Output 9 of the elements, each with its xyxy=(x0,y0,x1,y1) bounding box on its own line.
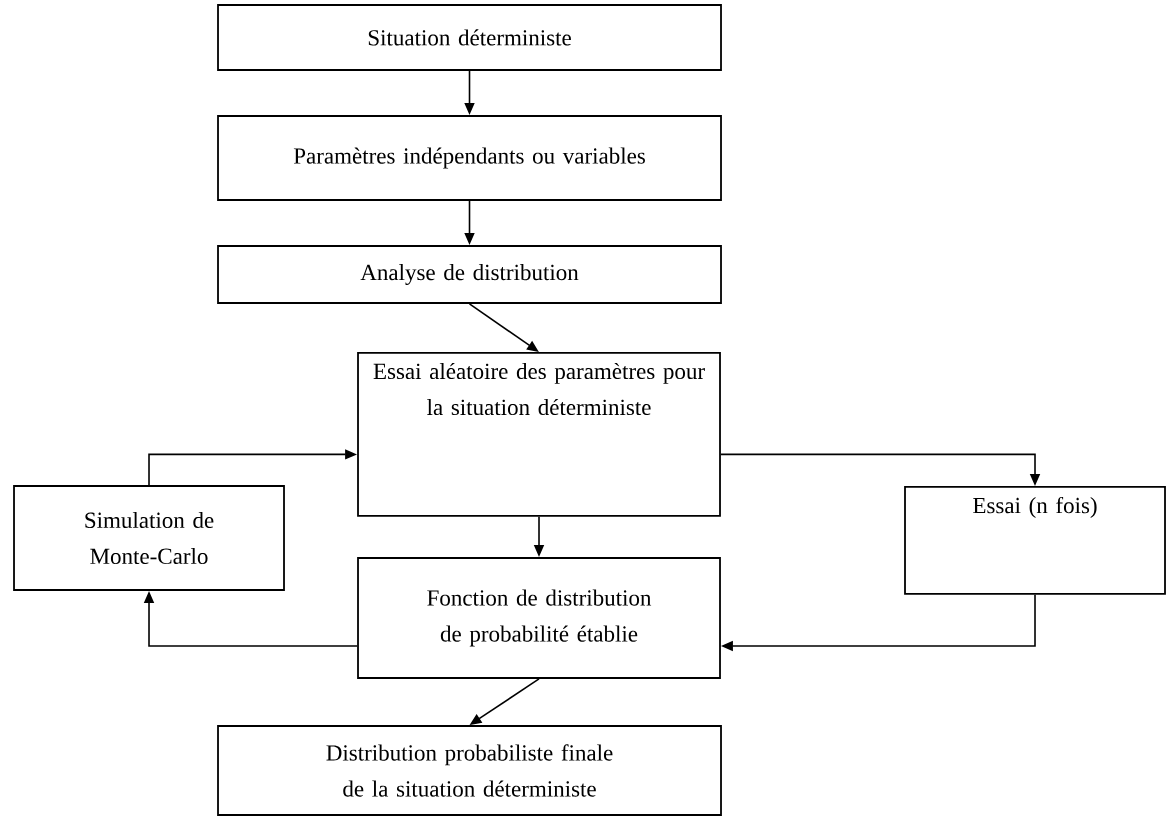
process-box: Paramètres indépendants ou variables xyxy=(217,115,722,201)
process-box: Essai (n fois) xyxy=(904,486,1166,595)
arrow xyxy=(468,303,539,352)
process-box: Simulation de Monte-Carlo xyxy=(13,485,285,591)
process-box: Situation déterministe xyxy=(217,4,722,71)
process-box: Fonction de distribution de probabilité établie xyxy=(357,557,721,679)
process-box: Analyse de distribution xyxy=(217,245,722,304)
process-box: Essai aléatoire des paramètres pour la situation déterministe xyxy=(357,352,721,517)
process-box: Distribution probabiliste finale de la situation déterministe xyxy=(217,725,722,816)
